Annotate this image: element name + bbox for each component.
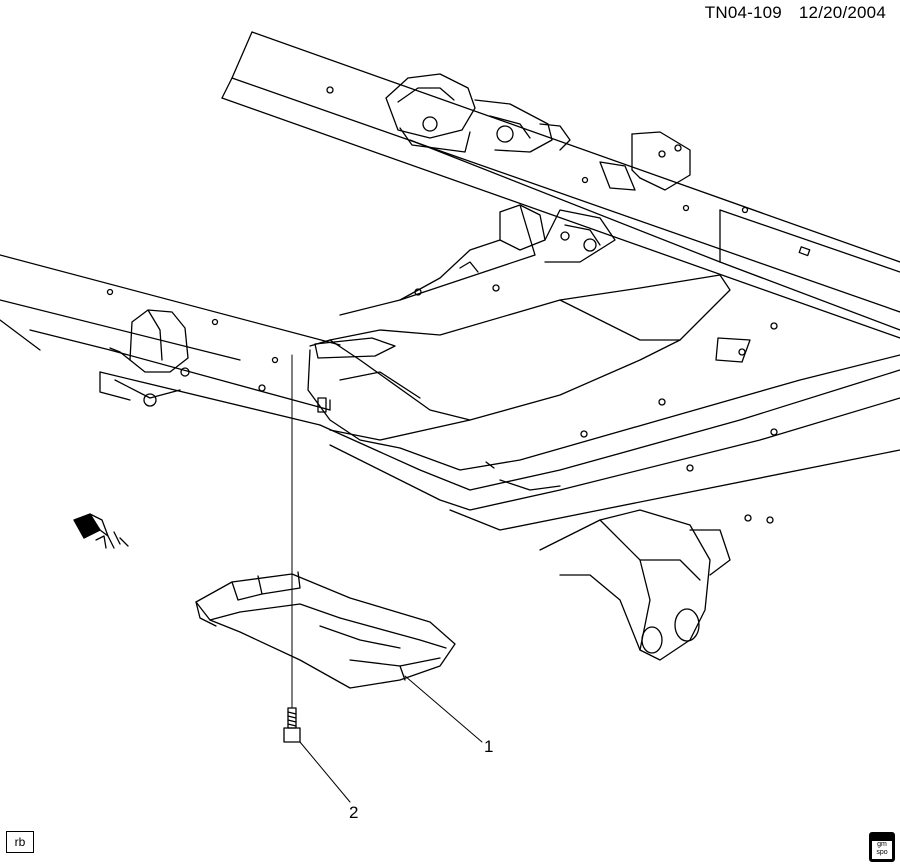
engine-mount [385, 73, 571, 153]
transmission-opening [307, 274, 731, 449]
left-frame-mount [109, 309, 190, 407]
crossmember [339, 204, 616, 316]
leader-line-2 [299, 741, 351, 803]
callout-2: 2 [349, 803, 358, 822]
suspension-arm [539, 509, 731, 661]
callout-1: 1 [484, 737, 493, 756]
upper-bracket [599, 131, 691, 191]
logo-text: gm spo [872, 841, 892, 859]
leader-line-1 [404, 675, 483, 743]
bolt [283, 707, 301, 743]
illustration-id: TN04-109 [704, 3, 782, 22]
logo-text-top: gm [877, 841, 887, 848]
illustration-date: 12/20/2004 [798, 3, 886, 22]
gm-spo-logo: gm spo [869, 832, 895, 862]
logo-text-bottom: spo [876, 849, 888, 856]
upper-frame-rail [221, 31, 900, 339]
lower-frame-rail [319, 322, 900, 531]
front-arrow-icon [73, 513, 129, 549]
revision-tag: rb [6, 831, 34, 853]
header: TN04-109 12/20/2004 [705, 3, 886, 23]
skid-plate [195, 571, 456, 689]
left-frame-rail [0, 254, 341, 426]
